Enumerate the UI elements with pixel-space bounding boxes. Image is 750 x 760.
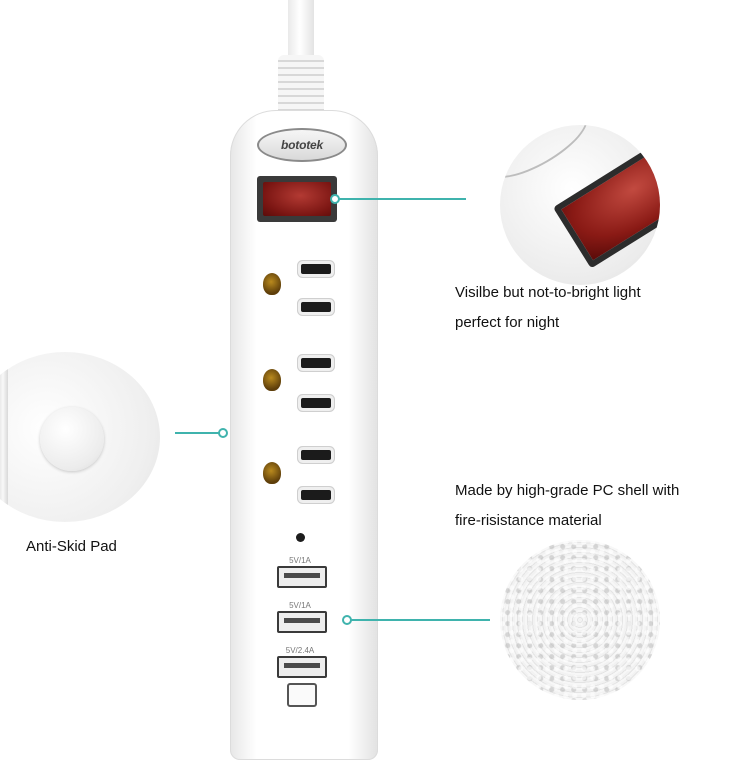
pad-caption: Anti-Skid Pad: [26, 538, 117, 555]
switch-callout-dot: [330, 194, 340, 204]
shell-caption-line1: Made by high-grade PC shell with: [455, 482, 680, 499]
shell-callout-line: [350, 619, 490, 621]
pad-callout-dot: [218, 428, 228, 438]
ground-pin-3: [263, 462, 281, 484]
usb-port-2-label: 5V/1A: [289, 601, 311, 610]
outlet-2-slot-bottom: [301, 398, 331, 408]
pc-shell-texture-closeup: [500, 540, 660, 700]
usb-port-1-label: 5V/1A: [289, 556, 311, 565]
light-caption-line2: perfect for night: [455, 314, 560, 331]
indicator-led: [296, 533, 305, 542]
closeup-logo: [500, 125, 597, 191]
usb-port-1: [277, 566, 327, 588]
rubber-foot-pad: [40, 407, 104, 471]
shell-callout-dot: [342, 615, 352, 625]
ground-pin-1: [263, 273, 281, 295]
outlet-1-slot-top: [301, 264, 331, 274]
type-c-port: [287, 683, 317, 707]
switch-closeup: [500, 125, 660, 285]
outlet-3-slot-bottom: [301, 490, 331, 500]
brand-logo: bototek: [257, 128, 347, 162]
usb-port-3-label: 5V/2.4A: [285, 646, 315, 655]
cord-strain-relief: [278, 55, 324, 117]
illuminated-power-switch[interactable]: [263, 182, 331, 216]
power-cord: [288, 0, 314, 60]
closeup-red-switch: [552, 137, 660, 269]
ground-pin-2: [263, 369, 281, 391]
switch-callout-line: [336, 198, 466, 200]
pad-callout-line: [175, 432, 221, 434]
shell-caption-line2: fire-risistance material: [455, 512, 602, 529]
usb-port-3: [277, 656, 327, 678]
outlet-2-slot-top: [301, 358, 331, 368]
outlet-3-slot-top: [301, 450, 331, 460]
light-caption-line1: Visilbe but not-to-bright light: [455, 284, 641, 301]
usb-port-2: [277, 611, 327, 633]
strip-side-edge: [0, 352, 8, 522]
outlet-1-slot-bottom: [301, 302, 331, 312]
anti-skid-pad-closeup: [0, 352, 160, 522]
